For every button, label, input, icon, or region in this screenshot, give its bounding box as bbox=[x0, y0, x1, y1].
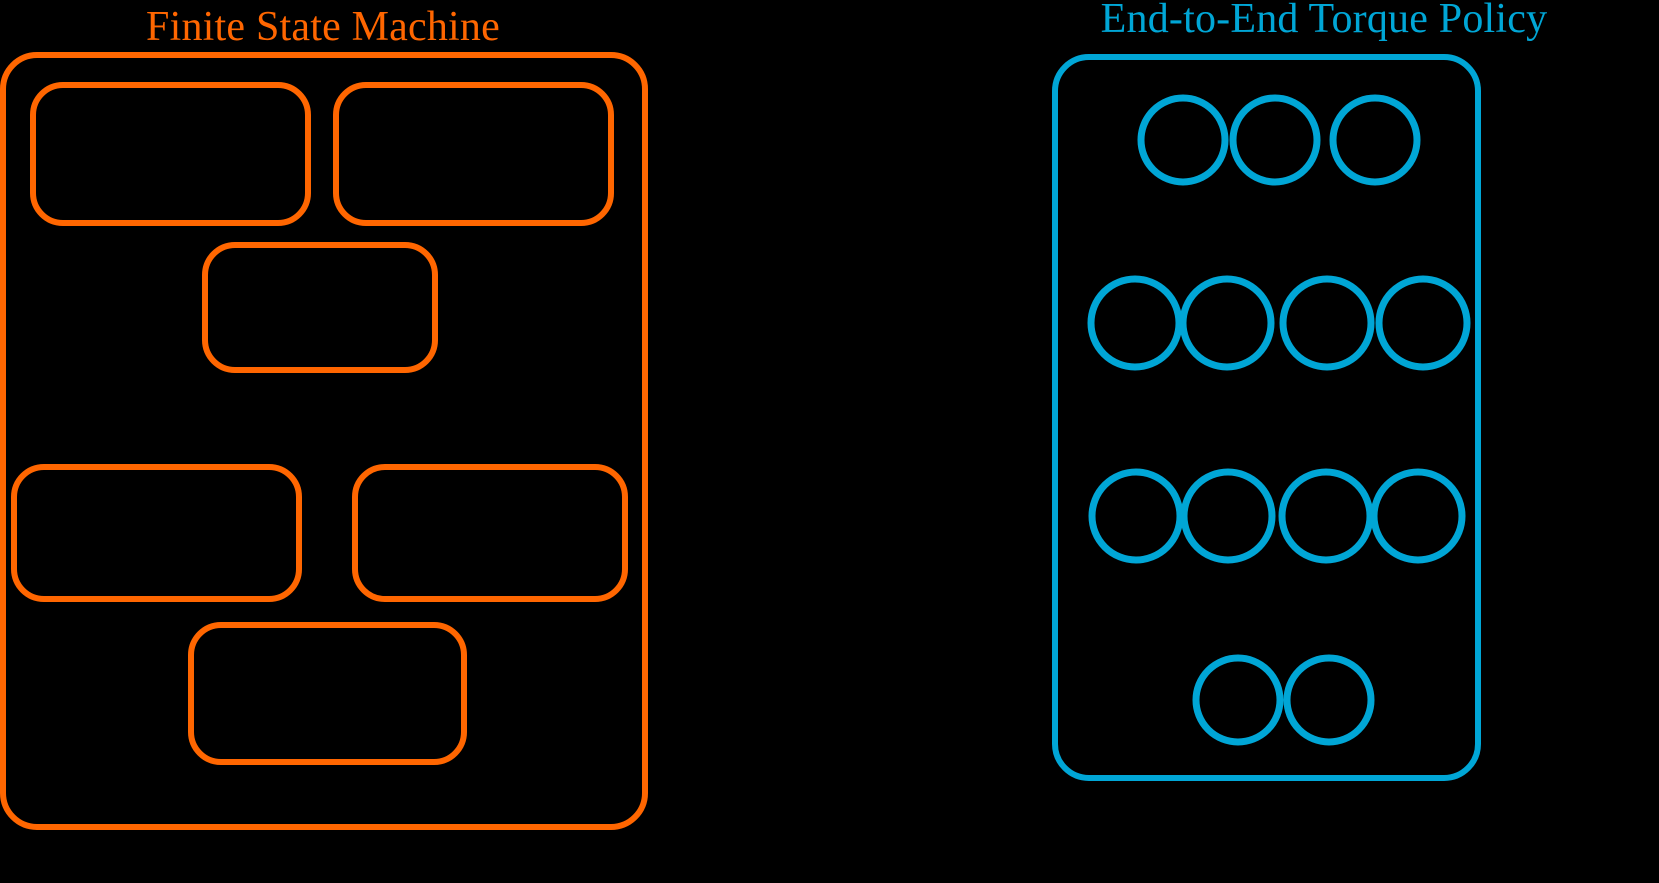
e2e-neuron[interactable] bbox=[1278, 468, 1374, 564]
e2e-neuron[interactable] bbox=[1179, 275, 1275, 371]
panel-end-to-end-torque-policy: End-to-End Torque Policy bbox=[1052, 0, 1548, 781]
fsm-state-2[interactable] bbox=[333, 82, 614, 226]
panel-finite-state-machine: Finite State Machine bbox=[0, 4, 648, 830]
fsm-panel-outline bbox=[0, 52, 648, 830]
e2e-neuron[interactable] bbox=[1088, 468, 1184, 564]
e2e-neuron[interactable] bbox=[1329, 94, 1421, 186]
fsm-state-1[interactable] bbox=[30, 82, 311, 226]
e2e-layer-2 bbox=[1087, 275, 1471, 371]
e2e-layer-1 bbox=[1137, 94, 1421, 186]
e2e-layer-3 bbox=[1088, 468, 1466, 564]
panel-title-end-to-end-torque-policy: End-to-End Torque Policy bbox=[1101, 0, 1548, 42]
e2e-layer-4 bbox=[1192, 654, 1375, 746]
e2e-panel-outline bbox=[1052, 54, 1481, 781]
e2e-neuron[interactable] bbox=[1375, 275, 1471, 371]
fsm-state-3[interactable] bbox=[202, 242, 438, 373]
e2e-neuron[interactable] bbox=[1283, 654, 1375, 746]
e2e-neuron[interactable] bbox=[1229, 94, 1321, 186]
fsm-state-6[interactable] bbox=[188, 622, 467, 765]
e2e-neuron[interactable] bbox=[1137, 94, 1229, 186]
panel-title-finite-state-machine: Finite State Machine bbox=[146, 4, 500, 50]
fsm-state-5[interactable] bbox=[352, 464, 628, 602]
e2e-neuron[interactable] bbox=[1370, 468, 1466, 564]
e2e-neuron[interactable] bbox=[1180, 468, 1276, 564]
fsm-state-4[interactable] bbox=[11, 464, 302, 602]
e2e-neuron[interactable] bbox=[1279, 275, 1375, 371]
fsm-state-group bbox=[11, 82, 628, 765]
e2e-neuron[interactable] bbox=[1192, 654, 1284, 746]
e2e-neuron[interactable] bbox=[1087, 275, 1183, 371]
